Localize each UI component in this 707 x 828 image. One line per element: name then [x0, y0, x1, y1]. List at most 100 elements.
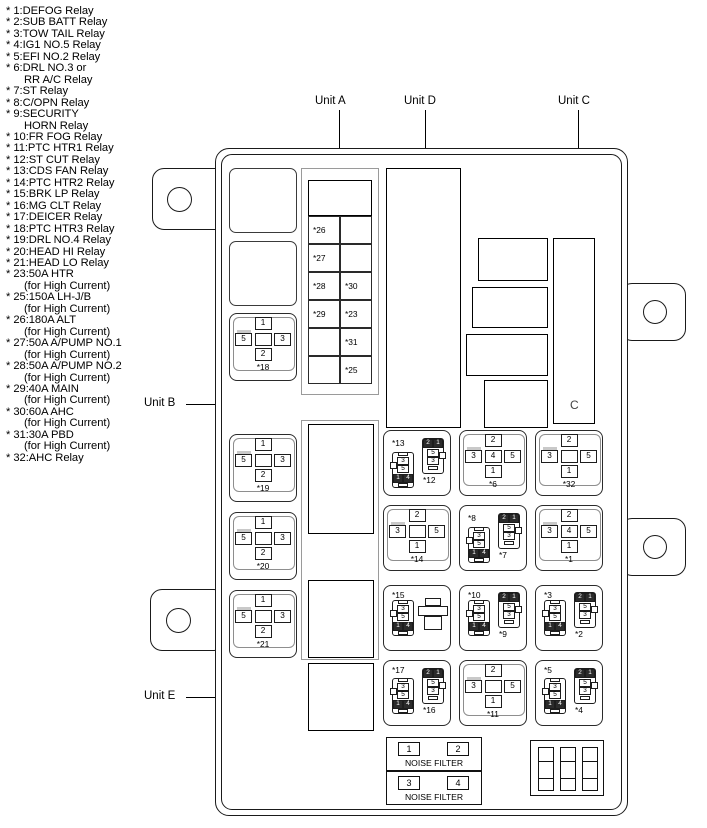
fuse-strip-1[interactable]	[538, 747, 554, 791]
relay-pin-top: 2	[484, 434, 502, 447]
micro-relay-pin-1: 1	[509, 514, 519, 523]
micro-relay-label-9: *9	[499, 629, 507, 639]
micro-relay-pin-1: 1	[393, 474, 403, 483]
mounting-hole-top-right	[643, 300, 667, 324]
legend-line: (for High Current)	[24, 417, 111, 430]
micro-relay-pin-3: 3	[397, 683, 409, 691]
legend-line: * 30:60A AHC	[6, 405, 74, 418]
legend-line: * 14:PTC HTR2 Relay	[6, 176, 115, 189]
unit-a-fuse-cell[interactable]: *25	[340, 356, 372, 384]
micro-relay-pin-2: 2	[423, 669, 433, 678]
micro-relay-pin-1: 1	[585, 593, 595, 602]
relay-label-20: *20	[256, 561, 270, 571]
fuse-strip-2[interactable]	[560, 747, 576, 791]
relay-pin-right: 3	[274, 609, 291, 623]
legend-line: * 27:50A A/PUMP NO.1	[6, 337, 122, 350]
unit-e-bay-2[interactable]	[308, 663, 374, 731]
relay-pin-top: 1	[254, 317, 272, 330]
relay-shade	[237, 329, 251, 333]
relay-shade	[543, 521, 557, 525]
unit-a-fuse-cell[interactable]: *23	[340, 300, 372, 328]
micro-relay-pin-2: 2	[499, 514, 509, 523]
fuse-strip-3[interactable]	[582, 747, 598, 791]
noise-filter-top-pin-1: 1	[398, 742, 420, 756]
micro-relay-pin-5: 5	[503, 524, 515, 532]
noise-filter-top-label: NOISE FILTER	[404, 758, 464, 768]
unit-d-block-1	[478, 238, 548, 281]
micro-relay-pin-5: 5	[473, 613, 485, 621]
micro-relay-pin-4: 4	[403, 622, 413, 631]
micro-relay-label-4: *4	[575, 705, 583, 715]
micro-relay-tab-top	[398, 600, 408, 604]
unit-e-bay-3[interactable]	[308, 580, 374, 658]
micro-relay-tab-bottom	[474, 558, 484, 562]
micro-relay-tab-right	[515, 527, 522, 534]
legend-line: * 11:PTC HTR1 Relay	[6, 142, 114, 155]
relay-pin-center	[254, 453, 272, 467]
unit-a-fuse-cell[interactable]: *31	[340, 328, 372, 356]
micro-relay-pin-4: 4	[403, 700, 413, 709]
unit-a-fuse-cell[interactable]: *28	[308, 272, 340, 300]
micro-relay-pin-4: 4	[479, 622, 489, 631]
noise-filter-bottom-label: NOISE FILTER	[404, 792, 464, 802]
relay-pin-top: 1	[254, 594, 272, 607]
unit-e-bay-1[interactable]	[308, 424, 374, 534]
micro-relay-pin-3: 3	[397, 457, 409, 465]
micro-relay-pin-1: 1	[393, 622, 403, 631]
unit-b-bay-2[interactable]	[229, 241, 297, 306]
legend-line: (for High Current)	[24, 348, 111, 361]
unit-b-bay-1[interactable]	[229, 168, 297, 233]
unit-a-fuse-cell[interactable]: *27	[308, 244, 340, 272]
legend-line: * 26:180A ALT	[6, 314, 77, 327]
relay-pin-left: 3	[541, 449, 558, 463]
micro-relay-tab-left	[390, 610, 397, 617]
relay-pin-top: 1	[254, 438, 272, 451]
relay-label-21: *21	[256, 639, 270, 649]
micro-relay-pin-1: 1	[433, 669, 443, 678]
micro-relay-pin-4: 4	[403, 474, 413, 483]
relay-pin-right: 5	[428, 524, 445, 538]
micro-relay-pin-1: 1	[585, 669, 595, 678]
mounting-hole-bottom-left	[166, 608, 191, 633]
micro-relay-tab-right	[591, 682, 598, 689]
unit-a-fuse-cell[interactable]: *29	[308, 300, 340, 328]
micro-relay-label-13: *13	[392, 438, 405, 448]
micro-relay-tab-bottom	[474, 631, 484, 635]
unit-d-block-2	[472, 287, 548, 328]
micro-relay-pin-3: 3	[397, 605, 409, 613]
micro-relay-pin-5: 5	[397, 613, 409, 621]
micro-relay-tab-bottom	[398, 631, 408, 635]
legend-line: * 7:ST Relay	[6, 85, 68, 98]
micro-relay-pin-3: 3	[549, 683, 561, 691]
legend-line: * 23:50A HTR	[6, 268, 74, 281]
unit-a-fuse-cell[interactable]: *30	[340, 272, 372, 300]
relay-pin-bottom: 2	[254, 625, 272, 638]
unit-a-fuse-cell[interactable]: *26	[308, 216, 340, 244]
unit-d-block-4	[484, 380, 548, 428]
micro-relay-tab-bottom	[580, 696, 590, 700]
micro-relay-pin-4: 4	[555, 622, 565, 631]
